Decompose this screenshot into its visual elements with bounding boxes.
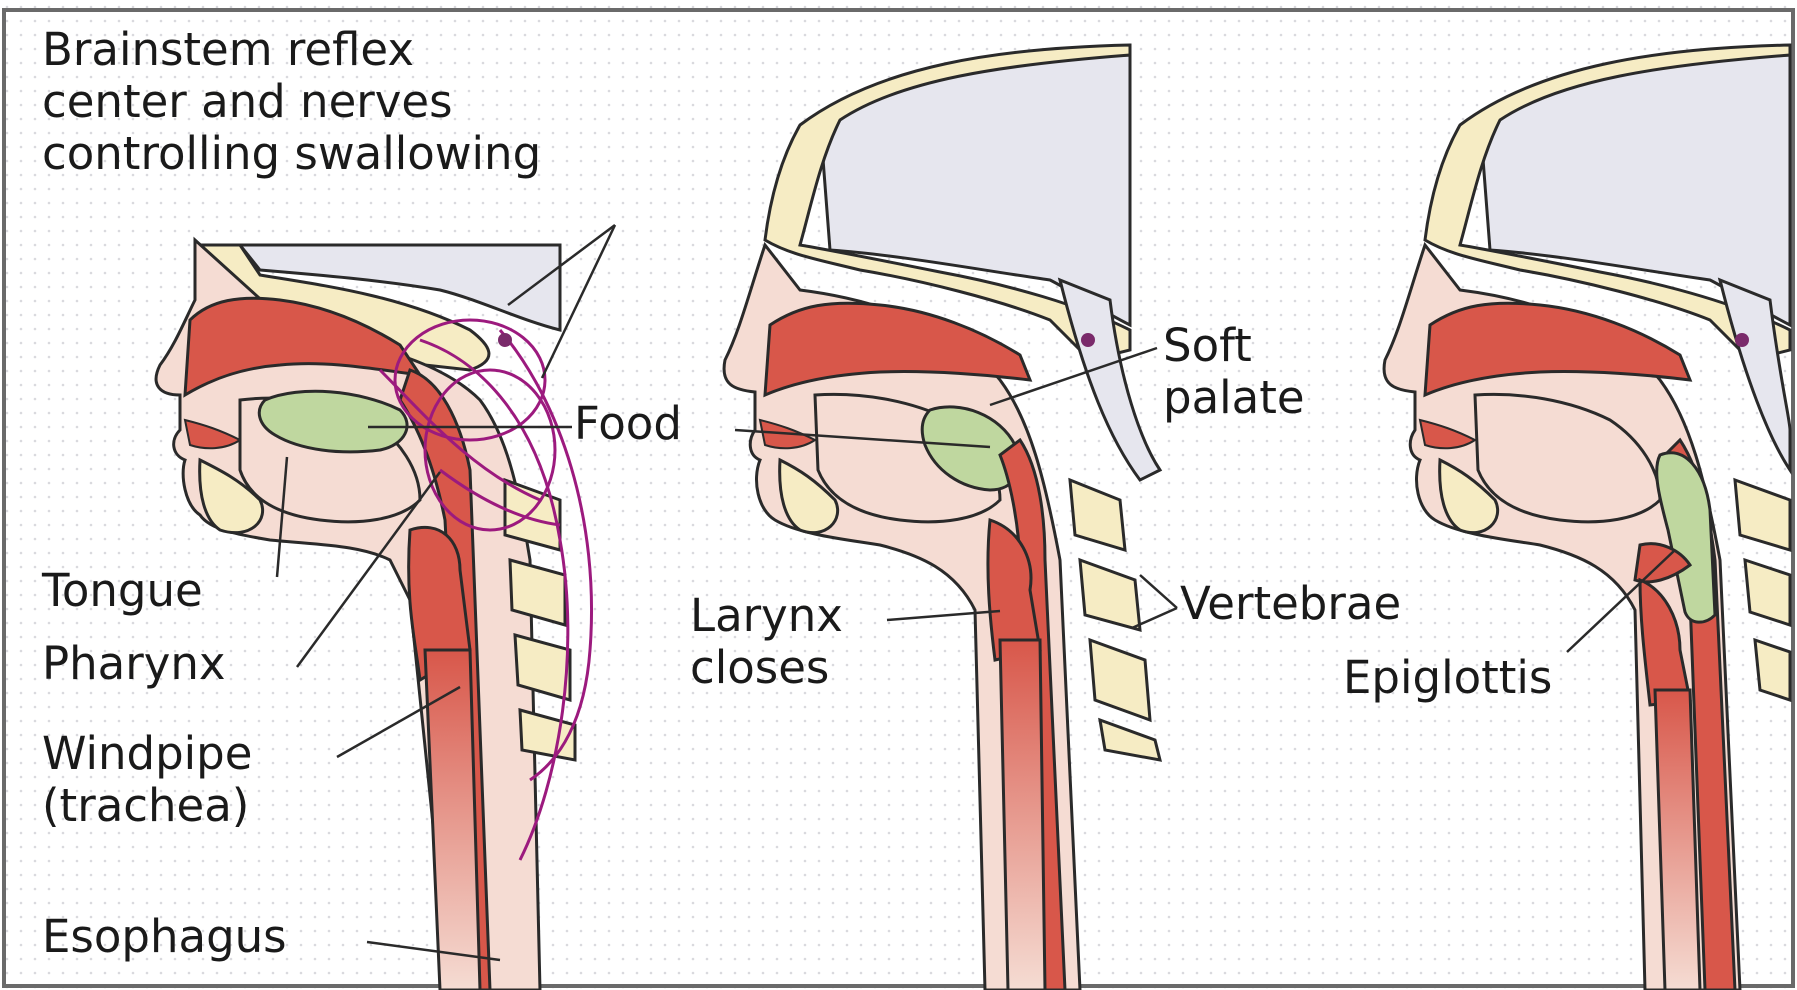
label-brainstem-line-3: controlling swallowing (42, 128, 541, 180)
label-esophagus: Esophagus (42, 911, 287, 963)
label-larynx: Larynx closes (690, 590, 843, 694)
label-windpipe-line-2: (trachea) (42, 780, 252, 832)
label-tongue: Tongue (42, 565, 203, 617)
label-brainstem-line-1: Brainstem reflex (42, 24, 541, 76)
label-larynx-line-1: Larynx (690, 590, 843, 642)
label-epiglottis: Epiglottis (1343, 652, 1552, 704)
label-brainstem: Brainstem reflex center and nerves contr… (42, 24, 541, 180)
label-vertebrae: Vertebrae (1180, 578, 1401, 630)
label-pharynx: Pharynx (42, 638, 226, 690)
label-windpipe: Windpipe (trachea) (42, 728, 252, 832)
label-brainstem-line-2: center and nerves (42, 76, 541, 128)
label-food: Food (574, 398, 682, 450)
label-soft-palate-line-1: Soft (1163, 320, 1305, 372)
label-larynx-line-2: closes (690, 642, 843, 694)
label-soft-palate-line-2: palate (1163, 372, 1305, 424)
label-windpipe-line-1: Windpipe (42, 728, 252, 780)
label-soft-palate: Soft palate (1163, 320, 1305, 424)
